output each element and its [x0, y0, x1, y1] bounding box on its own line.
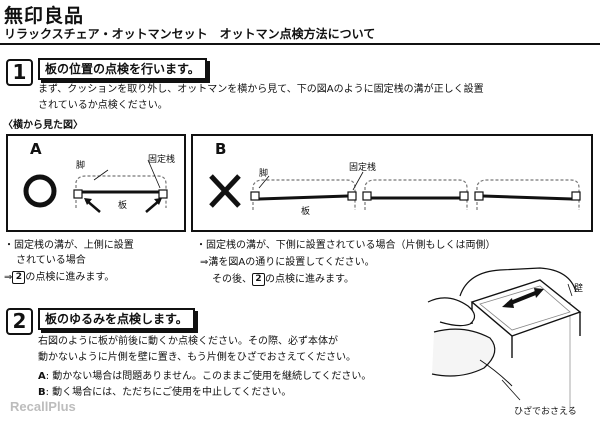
step1-description-line1: まず、クッションを取り外し、オットマンを横から見て、下の図Aのように固定桟の溝が…: [38, 84, 484, 95]
side-view-caption: 〈横から見た図〉: [3, 120, 83, 131]
panel-b-leg-label: 脚: [259, 169, 269, 179]
step2-title: 板のゆるみを点検します。: [38, 308, 195, 330]
step2-description-line2: 動かないように片側を壁に置き、もう片側をひざでおさえてください。: [38, 352, 356, 363]
diagram-a-drawing: [23, 159, 168, 213]
diagram-b-drawing: [209, 171, 581, 210]
step1-number: 1: [6, 59, 33, 86]
ottoman-frame-a: [75, 175, 167, 208]
watermark-text: RecallPlus: [10, 399, 76, 414]
step2-result-b: B: 動く場合には、ただちにご使用を中止してください。: [38, 387, 292, 398]
rail-left-a: [73, 189, 83, 199]
ottoman-top: [470, 279, 582, 337]
note-b-line2: ⇒溝を図Aの通りに設置してください。: [200, 257, 375, 268]
step2-description-line1: 右図のように板が前後に動くか点検ください。その際、必ず本体が: [38, 336, 338, 347]
knee-press-illustration: [427, 267, 582, 412]
knee-label: ひざでおさえる: [514, 407, 577, 417]
note-a-line1: ・固定桟の溝が、上側に設置: [4, 240, 134, 251]
step2-number: 2: [6, 308, 33, 335]
rail-right-a: [158, 189, 168, 199]
panel-a-letter: A: [30, 140, 42, 158]
step2-result-a: A: 動かない場合は問題ありません。このままご使用を継続してください。: [38, 371, 372, 382]
diagram-panel-a: A 脚 固定桟 板: [6, 134, 186, 232]
page-title: リラックスチェア・オットマンセット オットマン点検方法について: [4, 27, 376, 41]
panel-b-board-label: 板: [301, 207, 311, 217]
diagram-panel-b: B 脚 固定桟 板: [191, 134, 593, 232]
wall-label: 壁: [574, 284, 584, 294]
panel-a-rail-label: 固定桟: [148, 155, 176, 165]
panel-a-board-label: 板: [118, 201, 128, 211]
ok-circle-icon: [23, 174, 57, 208]
step1-description-line2: されているか点検ください。: [38, 100, 168, 111]
step2-ref-badge: 2: [12, 270, 26, 284]
step1-title: 板の位置の点検を行います。: [38, 58, 207, 80]
double-arrow-icon: [507, 290, 539, 306]
note-b-line1: ・固定桟の溝が、下側に設置されている場合（片側もしくは両側）: [196, 240, 496, 251]
brand-logo-text: 無印良品: [4, 5, 85, 27]
knee-shape: [431, 328, 496, 377]
header-divider: [0, 43, 600, 45]
hand-shape: [427, 297, 476, 327]
panel-b-letter: B: [215, 140, 227, 158]
panel-a-leg-label: 脚: [76, 161, 86, 171]
board-b1: [258, 194, 349, 201]
panel-b-rail-label: 固定桟: [349, 163, 377, 173]
board-b3: [482, 194, 573, 201]
note-a-line2: されている場合: [16, 255, 86, 266]
step2-ref-badge-b: 2: [252, 272, 265, 286]
